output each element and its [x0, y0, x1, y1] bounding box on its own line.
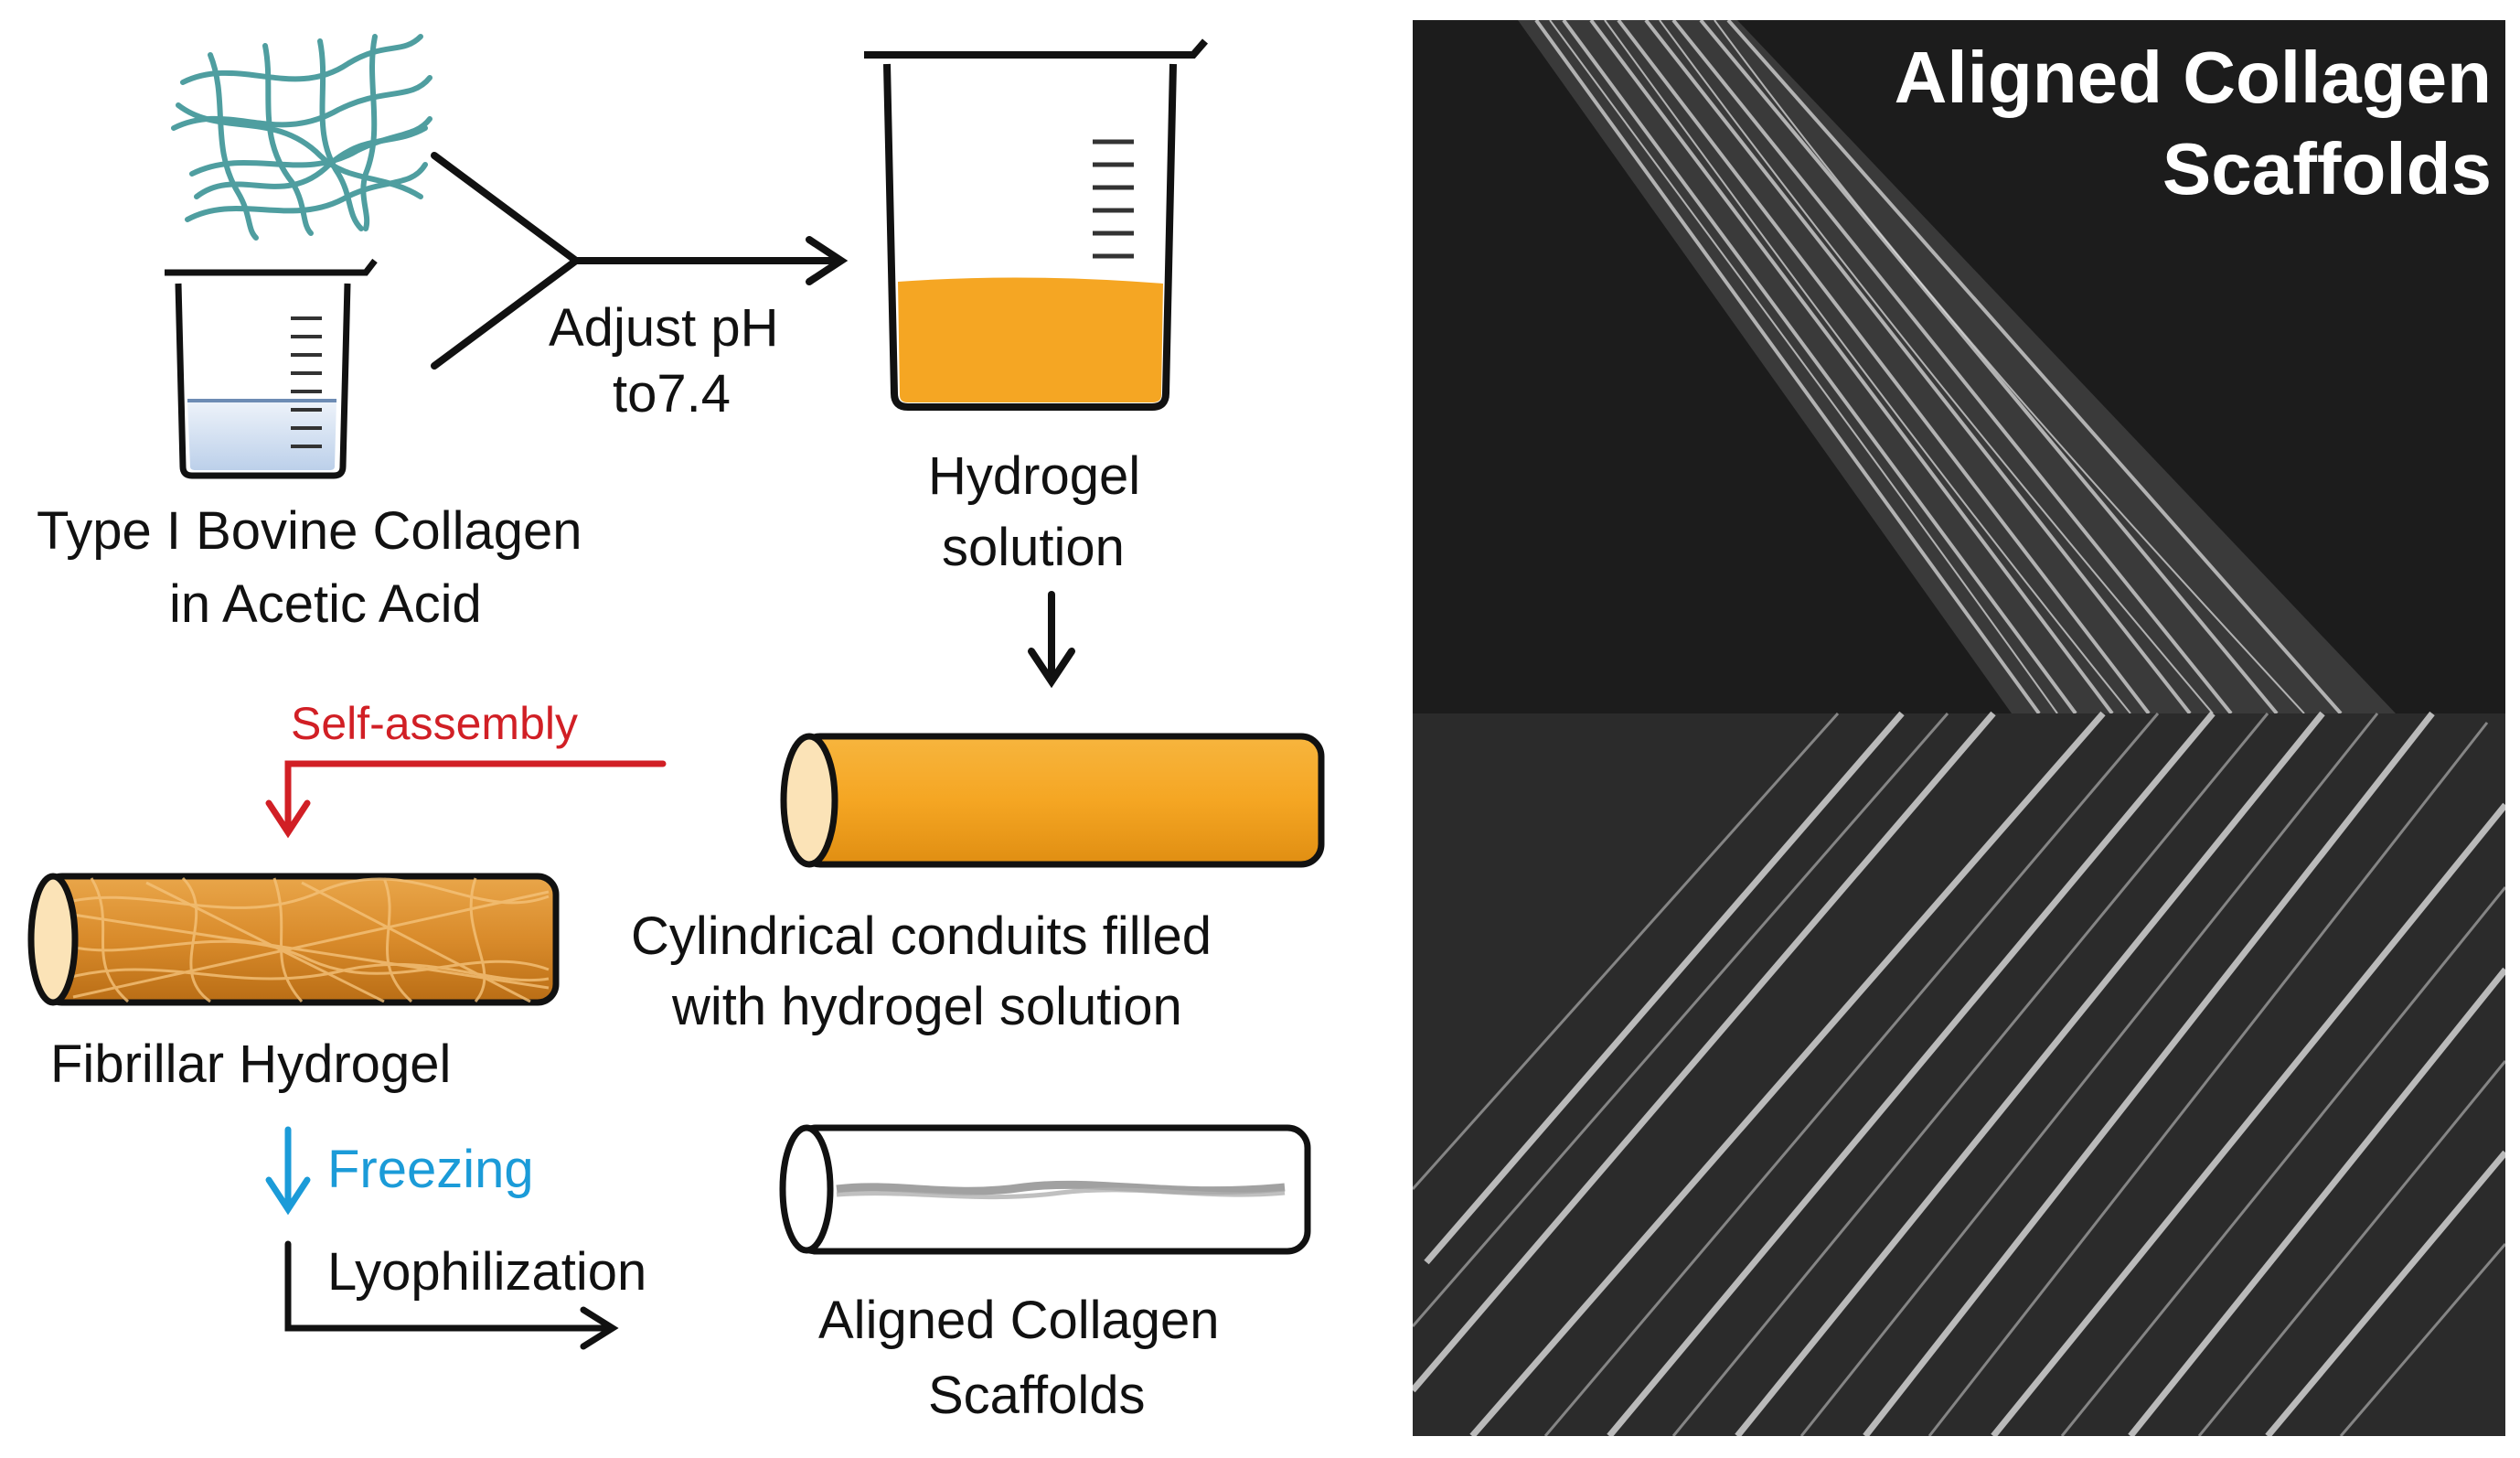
- freezing-label: Freezing: [327, 1140, 534, 1199]
- self-assembly-arrow: [265, 760, 667, 839]
- hydrogel-sublabel: solution: [942, 518, 1125, 577]
- scaffold-sublabel: Scaffolds: [928, 1366, 1146, 1425]
- self-assembly-label: Self-assembly: [291, 698, 578, 749]
- lyophilization-arrow: [284, 1240, 619, 1350]
- conduit-label: Cylindrical conduits filled: [631, 906, 1212, 966]
- large-beaker-icon: [864, 38, 1209, 411]
- sem-title: Aligned Collagen: [1895, 37, 2492, 118]
- sem-subtitle: Scaffolds: [2162, 128, 2492, 209]
- conduit-sublabel: with hydrogel solution: [671, 977, 1182, 1036]
- merge-arrow: [431, 152, 849, 370]
- adjust-ph-label: Adjust pH: [549, 298, 778, 358]
- fibrillar-hydrogel-cylinder: [27, 873, 560, 1006]
- hydrogel-label: Hydrogel: [928, 446, 1140, 506]
- freezing-arrow: [265, 1126, 311, 1216]
- collagen-solution-sublabel: in Acetic Acid: [169, 574, 482, 634]
- collagen-fibers-icon: [171, 34, 432, 241]
- adjust-ph-value: to7.4: [613, 364, 731, 423]
- scaffold-label: Aligned Collagen: [818, 1291, 1220, 1350]
- aligned-scaffold-cylinder: [779, 1124, 1311, 1255]
- small-beaker-icon: [165, 258, 378, 479]
- collagen-solution-label: Type I Bovine Collagen: [37, 501, 582, 561]
- hydrogel-conduit-cylinder: [780, 733, 1325, 868]
- down-arrow: [1028, 591, 1075, 689]
- lyophilization-label: Lyophilization: [327, 1242, 646, 1302]
- sem-micrograph-image: Aligned Collagen Scaffolds: [1413, 20, 2505, 1436]
- fibrillar-hydrogel-label: Fibrillar Hydrogel: [50, 1035, 451, 1094]
